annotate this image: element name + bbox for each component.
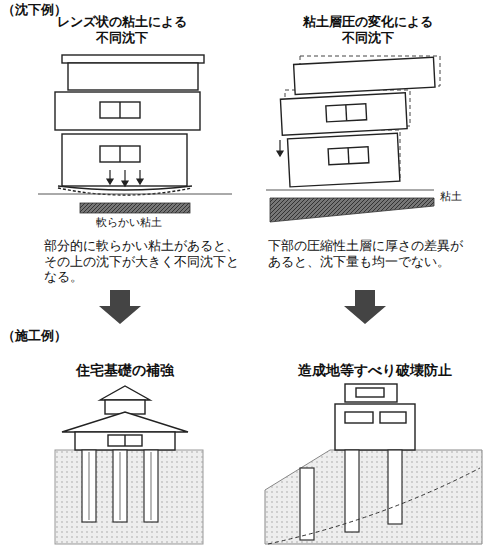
explanation-note: 下部の圧縮性土層に厚さの差異があると、沈下量も均一でない。 [268,238,467,269]
small-arrow [279,140,280,152]
window [328,147,369,165]
soil-label: 軟らかい粘土 [96,216,162,229]
main-floor [75,432,175,450]
pile-core [150,452,151,520]
small-arrow [124,170,125,182]
ground-line [266,190,434,191]
ground-floor [288,133,400,187]
window-frame [119,102,120,118]
window [100,102,140,118]
middle-floor [55,92,200,130]
main-floor [335,404,415,450]
method-heading: 造成地等すべり破壊防止 [298,362,452,379]
window [356,388,384,397]
case-heading: 粘土層圧の変化による 不同沈下 [299,14,437,45]
soil-label: 粘土 [440,190,462,203]
window [100,146,140,162]
window [326,104,367,122]
arrow-head [107,179,113,184]
window-frame [347,148,349,164]
middle-floor [280,93,407,135]
arrow-head [277,151,283,156]
window-frame [119,146,120,162]
ground-line [38,194,232,195]
reinforced-house [62,386,188,450]
window [108,435,142,446]
method-heading: 住宅基礎の補強 [76,362,174,379]
tilted-house-right [279,57,440,187]
case-heading: レンズ状の粘土による 不同沈下 [53,14,191,45]
slip-surface [268,468,480,544]
pile [82,450,96,522]
pile-core [88,452,89,520]
ground-block [55,450,203,544]
top-floor [68,63,198,90]
arrow-head [137,179,143,184]
down-arrow [99,290,141,324]
roof-eave [62,55,204,63]
piles [82,450,158,522]
section-heading: （施工例） [2,328,67,344]
soft-clay-lens [80,203,190,213]
window [380,412,406,423]
arrow-head [122,181,128,186]
pile [144,450,158,522]
explanation-note: 部分的に軟らかい粘土があると、その上の沈下が大きく不同沈下となる。 [44,238,243,285]
piles [300,450,402,540]
down-arrow [344,290,386,324]
ground-floor [62,134,187,186]
embankment-slope [265,450,482,544]
window [345,412,373,423]
settlement-marks [277,140,283,156]
settlement-arrows [107,170,143,186]
slope-house [335,384,415,450]
settling-house-left [55,55,204,195]
clay-layer-wedge [270,198,434,222]
pile [300,468,314,540]
pile [388,450,402,524]
upper-floor [345,384,397,402]
pile-core [119,452,120,520]
top-floor [294,57,435,94]
main-roof [62,412,188,432]
window-frame [345,105,347,121]
window-frame [124,435,125,446]
upper-roof [100,386,150,400]
pile [113,450,127,522]
